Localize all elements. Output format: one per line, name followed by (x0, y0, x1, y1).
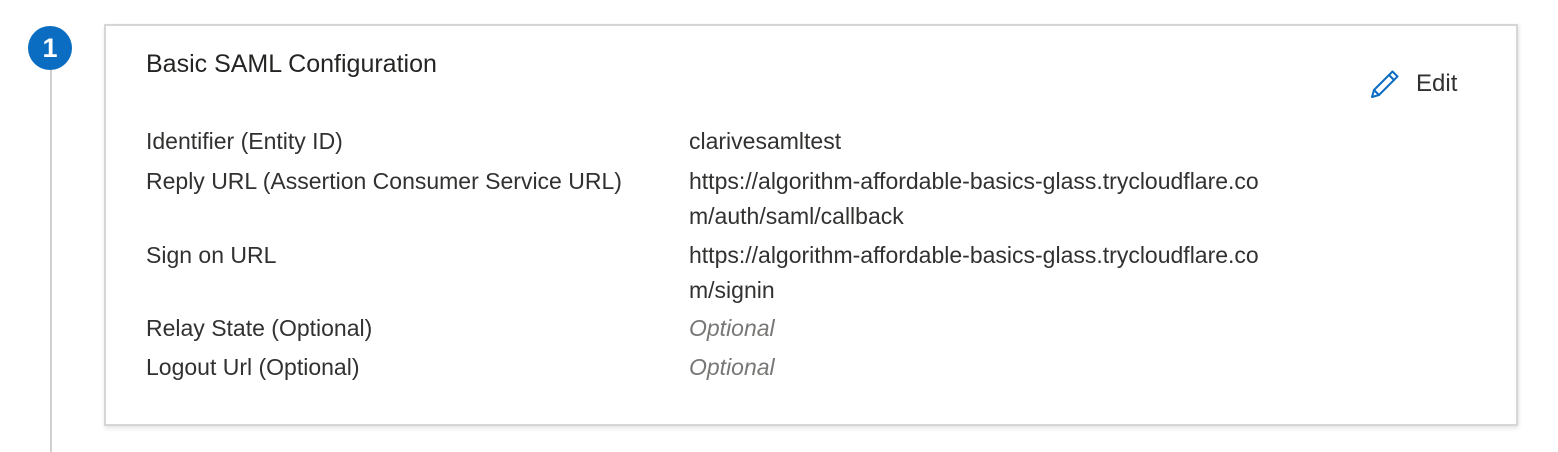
edit-label: Edit (1416, 70, 1458, 97)
value-line: Optional (689, 354, 775, 380)
row-label: Identifier (Entity ID) (146, 128, 343, 154)
card-title: Basic SAML Configuration (146, 50, 437, 78)
row-value: https://algorithm-affordable-basics-glas… (689, 238, 1349, 308)
pencil-icon (1368, 67, 1402, 101)
row-value-placeholder: Optional (689, 350, 1349, 385)
value-line: https://algorithm-affordable-basics-glas… (689, 168, 1259, 194)
basic-saml-configuration-card: Basic SAML Configuration Edit Identifier… (104, 24, 1518, 426)
value-line: m/auth/saml/callback (689, 203, 904, 229)
value-line: clarivesamltest (689, 128, 842, 154)
row-label: Logout Url (Optional) (146, 354, 360, 380)
row-label: Sign on URL (146, 242, 277, 268)
value-line: m/signin (689, 277, 775, 303)
step-number-badge: 1 (28, 26, 72, 70)
value-line: Optional (689, 315, 775, 341)
edit-button[interactable]: Edit (1368, 66, 1457, 102)
row-value-placeholder: Optional (689, 311, 1349, 346)
row-label: Reply URL (Assertion Consumer Service UR… (146, 168, 622, 194)
step-connector-line (50, 70, 52, 452)
row-value: clarivesamltest (689, 124, 1349, 159)
value-line: https://algorithm-affordable-basics-glas… (689, 242, 1259, 268)
row-value: https://algorithm-affordable-basics-glas… (689, 164, 1349, 234)
row-label: Relay State (Optional) (146, 315, 373, 341)
